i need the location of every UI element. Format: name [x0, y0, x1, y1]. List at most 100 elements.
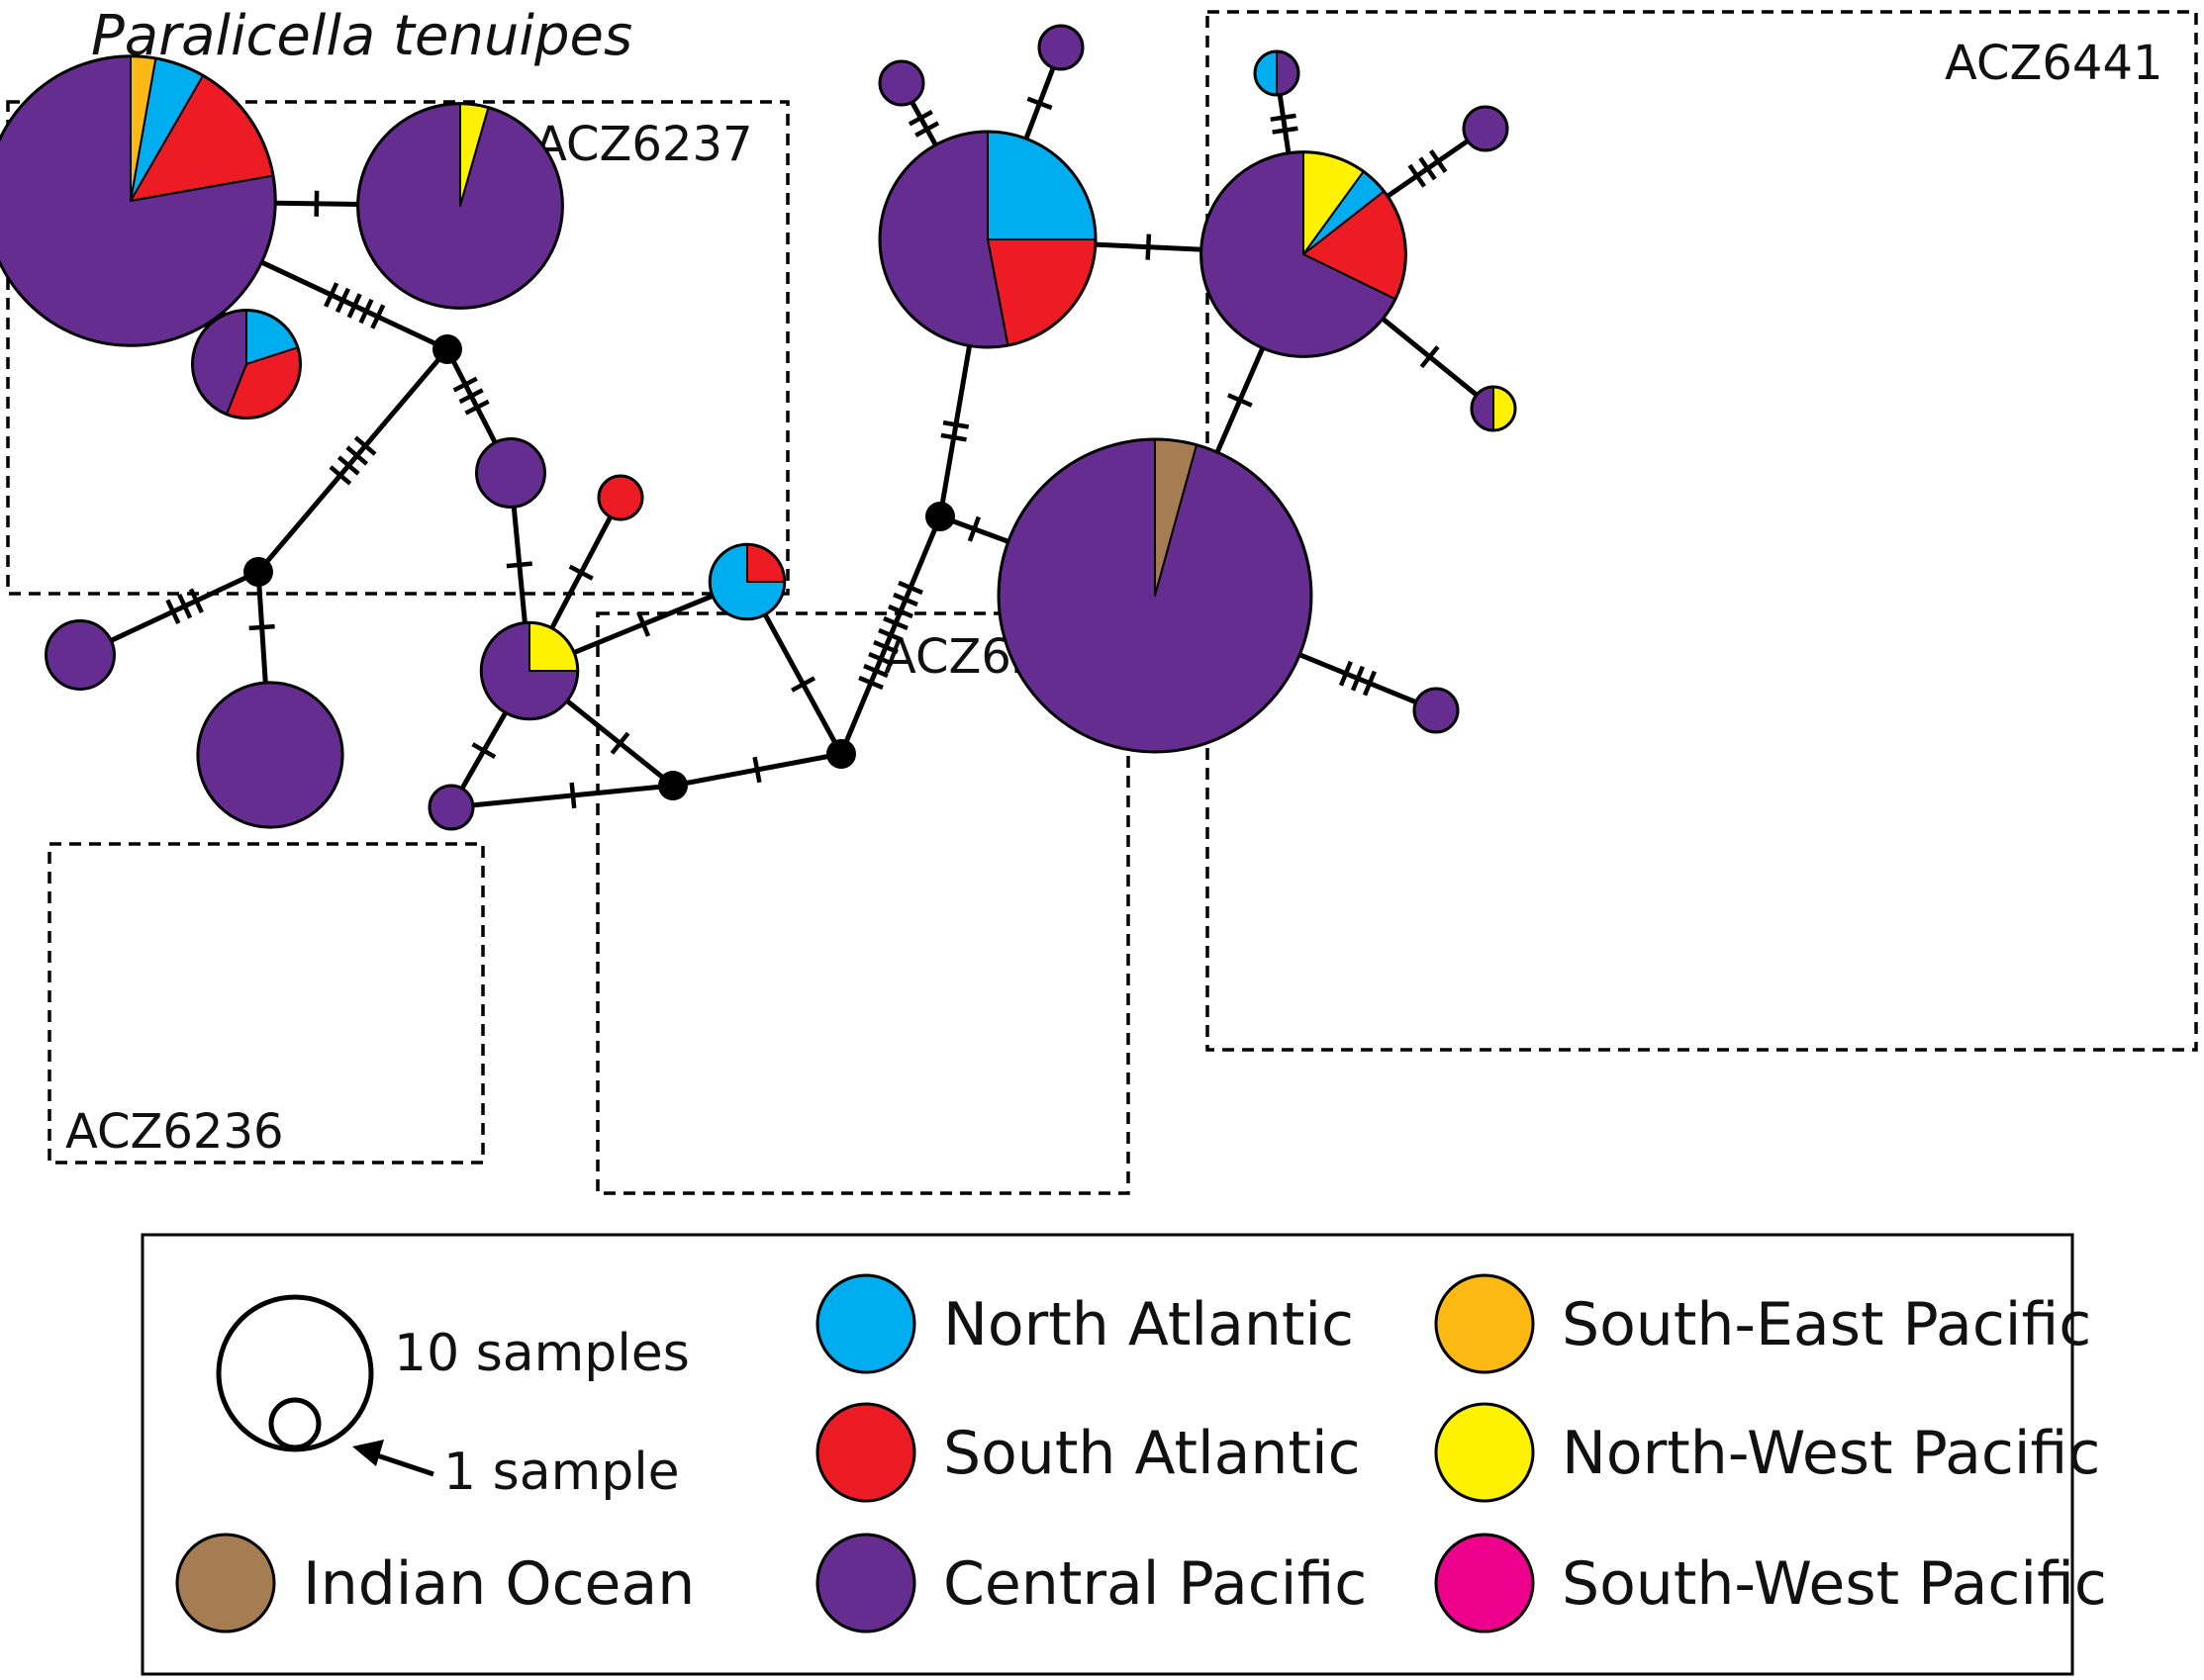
pie-slice: [998, 438, 1312, 753]
legend-scale-small-label: 1 sample: [443, 1443, 680, 1502]
mutation-tick: [863, 663, 889, 679]
pie-outline: [997, 437, 1313, 754]
mutation-tick: [1270, 113, 1296, 122]
mutation-tick: [358, 298, 374, 325]
haplotype-D9: [1412, 687, 1460, 734]
mutation-tick: [458, 388, 484, 405]
pie-slice: [1492, 386, 1516, 431]
mutation-tick: [883, 615, 909, 631]
mutation-tick: [1428, 149, 1448, 173]
pie-slice: [1276, 50, 1299, 96]
mutation-tick: [568, 564, 594, 581]
nodes-layer: [0, 24, 1517, 831]
pie-slice: [1037, 24, 1085, 71]
pie-slice: [987, 131, 1097, 240]
mutation-tick: [353, 435, 377, 456]
mutation-tick: [464, 399, 490, 416]
pie-slice: [45, 619, 116, 691]
legend: 10 samples 1 sample North AtlanticSouth …: [141, 1233, 2107, 1676]
legend-item-north-west-pacific: North-West Pacific: [1434, 1402, 2100, 1503]
pie-outline: [356, 102, 564, 310]
mutation-tick: [345, 445, 369, 466]
legend-swatch: [815, 1402, 916, 1503]
mutation-tick: [868, 651, 894, 667]
pie-slice: [597, 474, 644, 521]
mutation-tick: [888, 604, 913, 619]
pie-slice: [196, 681, 344, 829]
pie-outline: [1199, 150, 1407, 358]
legend-item-south-atlantic: South Atlantic: [815, 1402, 1361, 1503]
haplotype-B3: [708, 542, 787, 621]
haplotype-A2: [356, 102, 564, 310]
mutation-tick: [1272, 126, 1298, 135]
mutation-tick: [878, 627, 904, 643]
haplotype-D2: [1199, 150, 1407, 358]
mutation-tick: [636, 611, 651, 637]
mutation-tick: [370, 304, 386, 329]
group-label-acz6441: ACZ6441: [1945, 36, 2163, 91]
mutation-tick: [471, 742, 497, 760]
haplotype-D7: [1462, 105, 1509, 152]
mutation-tick: [346, 293, 362, 319]
median-vector-M4: [826, 739, 856, 769]
legend-label: South Atlantic: [943, 1419, 1361, 1488]
median-vector-M5: [925, 502, 955, 531]
mutation-tick: [569, 782, 577, 809]
mutation-tick: [942, 420, 970, 429]
mutation-tick: [336, 455, 360, 476]
mutation-tick: [1362, 670, 1377, 697]
haplotype-D6: [1253, 49, 1300, 97]
legend-item-central-pacific: Central Pacific: [815, 1533, 1367, 1633]
legend-scale-arrowhead: [352, 1440, 384, 1466]
legend-swatch: [815, 1533, 916, 1633]
mutation-tick: [908, 109, 933, 127]
mutation-tick: [1350, 665, 1365, 692]
legend-label: Central Pacific: [943, 1549, 1367, 1619]
haplotype-C1: [45, 619, 116, 691]
mutation-tick: [1338, 660, 1353, 687]
mutation-tick: [1419, 345, 1440, 369]
group-box-acz6235: [596, 611, 1130, 1195]
mutation-tick: [1407, 163, 1427, 188]
mutation-tick: [188, 588, 204, 613]
legend-label: South-East Pacific: [1562, 1290, 2091, 1359]
pie-outline: [191, 309, 302, 420]
mutation-tick: [967, 515, 982, 542]
legend-item-south-east-pacific: South-East Pacific: [1434, 1273, 2091, 1374]
legend-swatch: [1434, 1533, 1535, 1633]
legend-swatch: [1434, 1402, 1535, 1503]
mutation-tick: [329, 465, 352, 486]
pie-outline: [479, 620, 580, 721]
haplotype-A1: [0, 54, 277, 347]
haplotype-B4: [479, 620, 580, 721]
mutation-tick: [506, 561, 532, 569]
pie-slice: [1462, 105, 1509, 152]
legend-item-north-atlantic: North Atlantic: [815, 1273, 1354, 1374]
mutation-tick: [873, 639, 899, 655]
edge-B5-M3: [450, 783, 674, 810]
mutation-tick: [165, 599, 181, 624]
pie-outline: [0, 54, 277, 347]
mutation-tick: [452, 376, 478, 393]
mutation-tick: [324, 282, 339, 308]
mutation-tick: [858, 675, 884, 691]
legend-frame: [141, 1233, 2074, 1676]
group-label-acz6237: ACZ6237: [534, 117, 753, 172]
legend-scale-small-circle: [268, 1397, 322, 1450]
haplotype-A3: [191, 309, 302, 420]
haplotype-D3: [997, 437, 1313, 754]
pie-slice: [1254, 50, 1278, 96]
mutation-tick: [940, 432, 967, 442]
haplotype-C2: [196, 681, 344, 829]
group-box-acz6237: [6, 100, 790, 596]
legend-item-indian-ocean: Indian Ocean: [175, 1533, 695, 1633]
haplotype-D5: [1037, 24, 1085, 71]
haplotype-B5: [428, 784, 475, 831]
mutation-tick: [791, 676, 816, 693]
haplotype-D1: [878, 130, 1098, 349]
legend-item-south-west-pacific: South-West Pacific: [1434, 1533, 2107, 1633]
legend-swatch: [1434, 1273, 1535, 1374]
pie-slice: [878, 59, 925, 107]
legend-label: North Atlantic: [943, 1290, 1354, 1359]
